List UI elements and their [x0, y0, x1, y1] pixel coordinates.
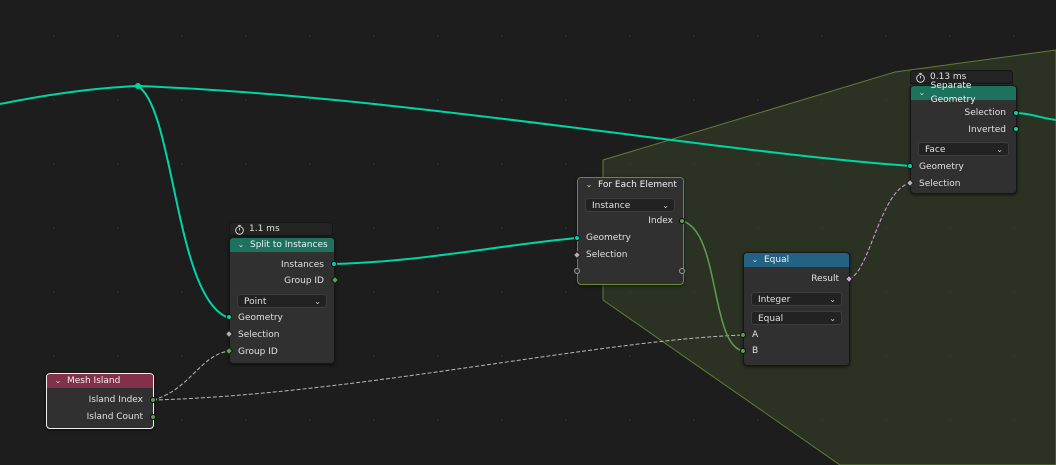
equal-node[interactable]: ⌄ Equal Result Integer ⌄ Equal ⌄ A B [743, 252, 850, 366]
split-title: Split to Instances [250, 240, 328, 250]
chevron-down-icon: ⌄ [314, 297, 321, 306]
link-equal-result-to-selection [848, 182, 911, 280]
separate-domain-select[interactable]: Face ⌄ [918, 142, 1009, 156]
link-selection-out [1015, 112, 1056, 121]
split-in-geometry: Geometry [238, 313, 283, 323]
chevron-down-icon[interactable]: ⌄ [54, 376, 62, 385]
separate-geometry-node[interactable]: ⌄ Separate Geometry Selection Inverted F… [910, 81, 1017, 194]
mesh-island-out-count: Island Count [86, 412, 143, 422]
equal-header[interactable]: ⌄ Equal [744, 253, 849, 267]
equal-in-a: A [752, 330, 759, 340]
separate-domain-value: Face [925, 145, 946, 155]
island-index-socket[interactable] [150, 397, 156, 403]
link-instances-to-foreach [333, 237, 578, 265]
for-each-header[interactable]: ⌄ For Each Element [578, 178, 683, 192]
equal-operation-select[interactable]: Equal ⌄ [751, 311, 842, 325]
equal-data-type-value: Integer [758, 295, 791, 305]
chevron-down-icon: ⌄ [996, 145, 1003, 154]
link-island-to-groupid [152, 350, 230, 401]
mesh-island-out-index: Island Index [88, 395, 143, 405]
equal-data-type-select[interactable]: Integer ⌄ [751, 292, 842, 306]
for-each-geometry-socket[interactable] [574, 235, 580, 241]
separate-in-geometry: Geometry [919, 162, 964, 172]
equal-out-result: Result [811, 274, 839, 284]
for-each-out-index: Index [648, 216, 673, 226]
separate-selection-out-socket[interactable] [1013, 110, 1019, 116]
equal-a-socket[interactable] [740, 332, 746, 338]
reroute-node[interactable] [135, 83, 141, 89]
equal-title: Equal [764, 255, 790, 265]
split-to-instances-node[interactable]: ⌄ Split to Instances Instances Group ID … [229, 237, 335, 364]
chevron-down-icon[interactable]: ⌄ [237, 240, 245, 249]
for-each-domain-value: Instance [592, 201, 631, 211]
for-each-title: For Each Element [598, 180, 677, 190]
equal-operation-value: Equal [758, 314, 784, 324]
split-timing: 1.1 ms [229, 222, 333, 236]
separate-out-inverted: Inverted [968, 125, 1006, 135]
chevron-down-icon[interactable]: ⌄ [918, 88, 926, 97]
separate-header[interactable]: ⌄ Separate Geometry [911, 81, 1016, 105]
for-each-index-socket[interactable] [679, 218, 685, 224]
link-geometry-to-split [137, 85, 230, 319]
split-geometry-socket[interactable] [226, 314, 232, 320]
separate-timing-text: 0.13 ms [930, 72, 967, 82]
split-domain-select[interactable]: Point ⌄ [237, 294, 327, 308]
mesh-island-header[interactable]: ⌄ Mesh Island [47, 374, 153, 388]
stopwatch-icon [916, 72, 925, 83]
split-timing-text: 1.1 ms [249, 224, 280, 234]
mesh-island-node[interactable]: ⌄ Mesh Island Island Index Island Count [46, 373, 154, 429]
split-instances-socket[interactable] [331, 261, 337, 267]
separate-inverted-socket[interactable] [1013, 126, 1019, 132]
mesh-island-title: Mesh Island [67, 376, 121, 386]
split-out-group-id: Group ID [284, 276, 324, 286]
for-each-extend-in-socket[interactable] [574, 268, 580, 274]
chevron-down-icon: ⌄ [829, 295, 836, 304]
split-domain-value: Point [244, 297, 267, 307]
chevron-down-icon: ⌄ [662, 201, 669, 210]
split-in-selection: Selection [238, 330, 280, 340]
for-each-element-node[interactable]: ⌄ For Each Element Instance ⌄ Index Geom… [577, 177, 684, 285]
equal-in-b: B [752, 346, 759, 356]
link-island-to-equal-a [152, 334, 744, 401]
split-out-instances: Instances [281, 260, 324, 270]
separate-timing: 0.13 ms [910, 70, 1013, 84]
for-each-in-selection: Selection [586, 250, 628, 260]
island-count-socket[interactable] [150, 414, 156, 420]
for-each-domain-select[interactable]: Instance ⌄ [585, 198, 675, 212]
separate-out-selection: Selection [964, 108, 1006, 118]
chevron-down-icon[interactable]: ⌄ [585, 180, 593, 189]
for-each-extend-out-socket[interactable] [679, 268, 685, 274]
link-index-to-equal-b [681, 220, 744, 352]
separate-in-selection: Selection [919, 179, 961, 189]
chevron-down-icon[interactable]: ⌄ [751, 255, 759, 264]
link-geometry-to-separate [0, 84, 911, 167]
separate-geometry-socket[interactable] [907, 163, 913, 169]
split-in-group-id: Group ID [238, 347, 278, 357]
separate-title: Separate Geometry [930, 81, 976, 105]
stopwatch-icon [235, 224, 244, 235]
chevron-down-icon: ⌄ [829, 314, 836, 323]
split-header[interactable]: ⌄ Split to Instances [230, 238, 334, 252]
equal-b-socket[interactable] [740, 348, 746, 354]
for-each-in-geometry: Geometry [586, 233, 631, 243]
